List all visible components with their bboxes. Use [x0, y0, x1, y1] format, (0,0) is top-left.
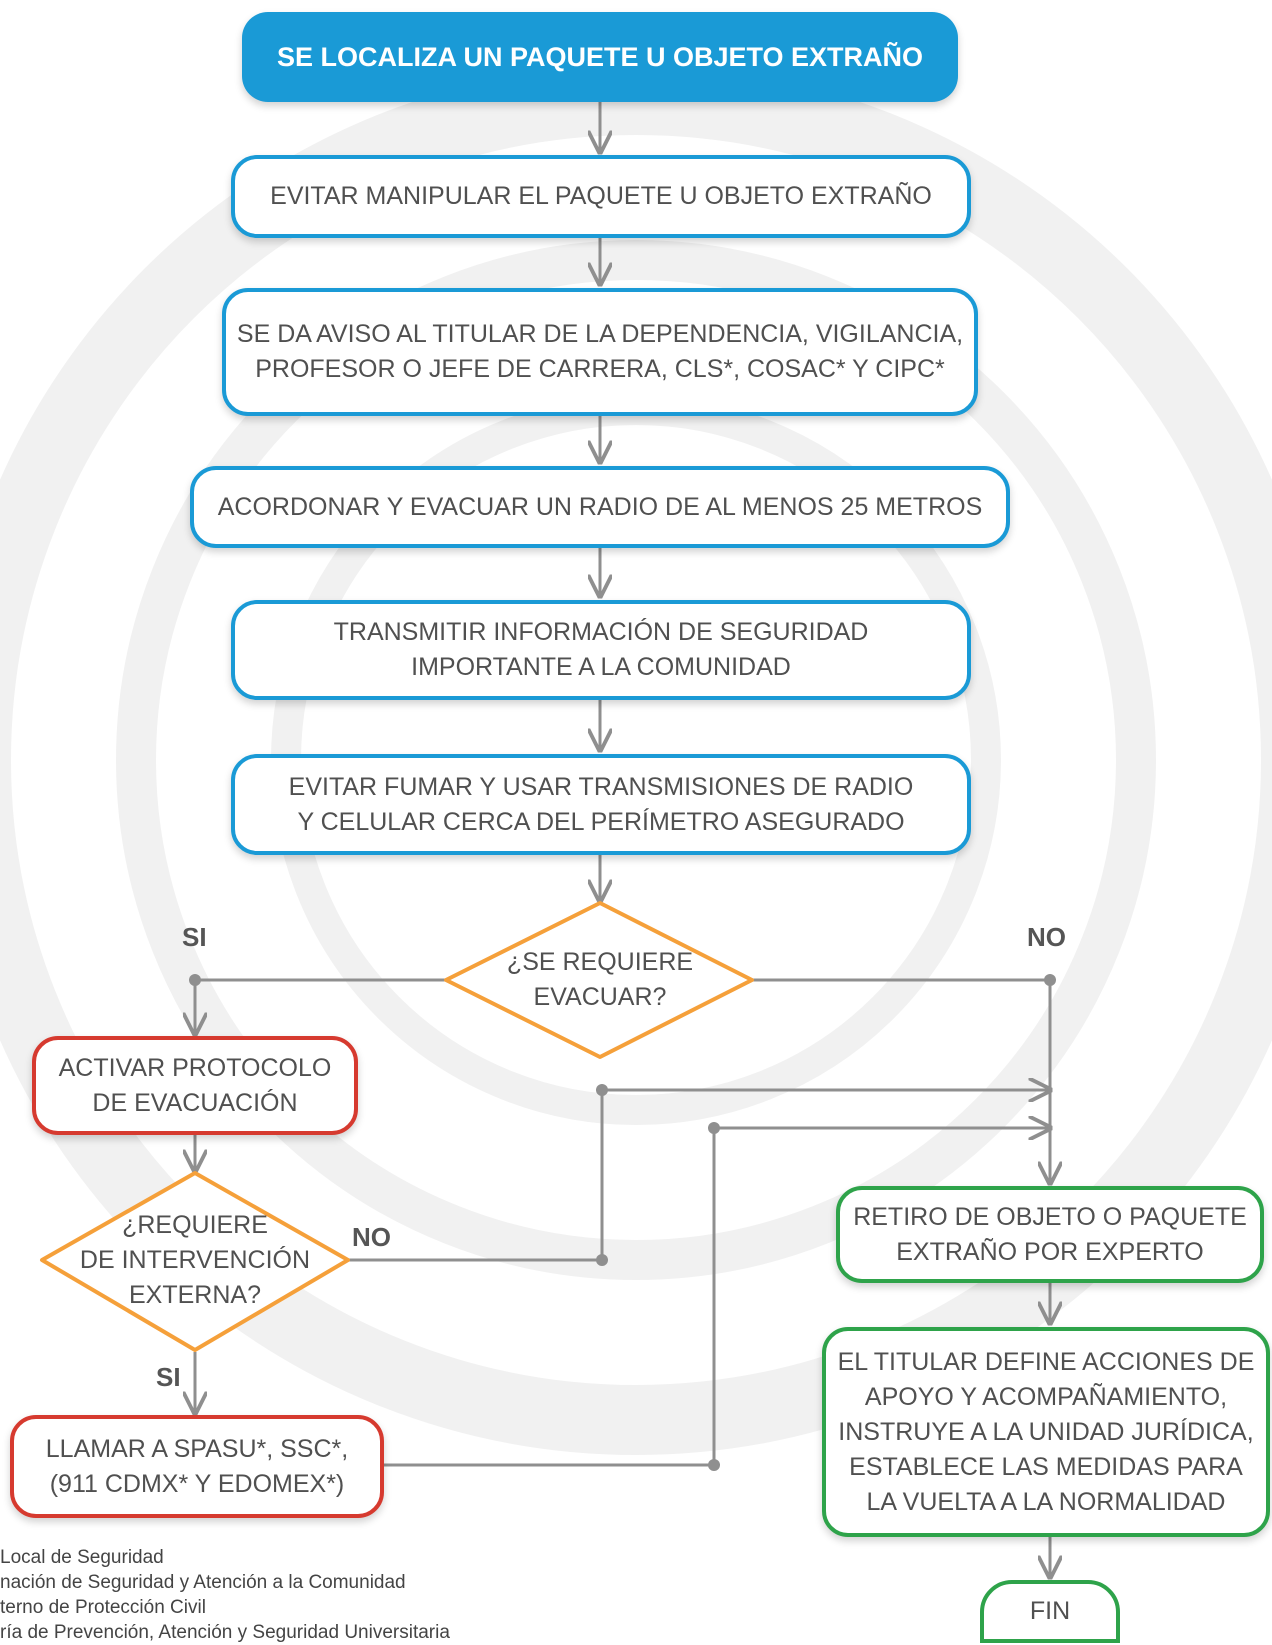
removal-text: RETIRO DE OBJETO O PAQUETE EXTRAÑO POR E…	[853, 1202, 1247, 1266]
activate-protocol-text: ACTIVAR PROTOCOLO DE EVACUACIÓN	[58, 1053, 332, 1117]
legend-line-1: Local de Seguridad	[0, 1547, 164, 1568]
legend-line-3: terno de Protección Civil	[0, 1597, 206, 1618]
decision-external-diamond	[40, 1171, 350, 1352]
start-node: SE LOCALIZA UN PAQUETE U OBJETO EXTRAÑO	[242, 12, 958, 102]
junction-dot	[596, 1084, 608, 1096]
end-text: FIN	[1029, 1597, 1071, 1625]
actions-node: EL TITULAR DEFINE ACCIONES DE APOYO Y AC…	[822, 1327, 1270, 1537]
notify-text: SE DA AVISO AL TITULAR DE LA DEPENDENCIA…	[236, 320, 964, 383]
decision-external-text: ¿REQUIERE DE INTERVENCIÓN EXTERNA?	[60, 1205, 330, 1315]
no-smoking-text: EVITAR FUMAR Y USAR TRANSMISIONES DE RAD…	[288, 772, 914, 836]
junction-dot	[708, 1122, 720, 1134]
avoid-handling-node: EVITAR MANIPULAR EL PAQUETE U OBJETO EXT…	[231, 155, 971, 238]
transmit-text: TRANSMITIR INFORMACIÓN DE SEGURIDAD IMPO…	[333, 618, 869, 681]
branch-external-no	[348, 1090, 1050, 1262]
yes-label-external: SI	[156, 1362, 181, 1392]
decision-evacuate-label: ¿SE REQUIERE EVACUAR?	[506, 948, 694, 1011]
call-node: LLAMAR A SPASU*, SSC*, (911 CDMX* Y EDOM…	[10, 1415, 384, 1518]
no-label-evacuate: NO	[1027, 922, 1066, 952]
cordon-node: ACORDONAR Y EVACUAR UN RADIO DE AL MENOS…	[190, 466, 1010, 548]
actions-text: EL TITULAR DEFINE ACCIONES DE APOYO Y AC…	[837, 1347, 1255, 1516]
legend-line-4: ría de Prevención, Atención y Seguridad …	[0, 1622, 450, 1643]
start-node-text: SE LOCALIZA UN PAQUETE U OBJETO EXTRAÑO	[276, 41, 924, 72]
end-node: FIN	[980, 1580, 1120, 1643]
call-text: LLAMAR A SPASU*, SSC*, (911 CDMX* Y EDOM…	[45, 1434, 349, 1498]
decision-evacuate-diamond	[444, 901, 754, 1059]
decision-external-label: ¿REQUIERE DE INTERVENCIÓN EXTERNA?	[79, 1210, 311, 1309]
removal-node: RETIRO DE OBJETO O PAQUETE EXTRAÑO POR E…	[836, 1186, 1264, 1283]
branch-yes	[195, 978, 446, 1034]
avoid-handling-text: EVITAR MANIPULAR EL PAQUETE U OBJETO EXT…	[270, 182, 932, 210]
no-smoking-node: EVITAR FUMAR Y USAR TRANSMISIONES DE RAD…	[231, 754, 971, 855]
activate-protocol-node: ACTIVAR PROTOCOLO DE EVACUACIÓN	[32, 1036, 358, 1135]
branch-call-return	[384, 1128, 1050, 1467]
junction-dot	[596, 1254, 608, 1266]
no-label-external: NO	[352, 1222, 391, 1252]
legend-line-2: nación de Seguridad y Atención a la Comu…	[0, 1572, 406, 1593]
yes-label-evacuate: SI	[182, 922, 207, 952]
notify-node: SE DA AVISO AL TITULAR DE LA DEPENDENCIA…	[222, 288, 978, 416]
decision-evacuate-text: ¿SE REQUIERE EVACUAR?	[470, 938, 730, 1022]
branch-no	[752, 978, 1050, 1183]
junction-dot	[708, 1459, 720, 1471]
junction-dot	[1044, 974, 1056, 986]
junction-dot	[189, 974, 201, 986]
transmit-node: TRANSMITIR INFORMACIÓN DE SEGURIDAD IMPO…	[231, 600, 971, 700]
cordon-text: ACORDONAR Y EVACUAR UN RADIO DE AL MENOS…	[217, 492, 983, 521]
